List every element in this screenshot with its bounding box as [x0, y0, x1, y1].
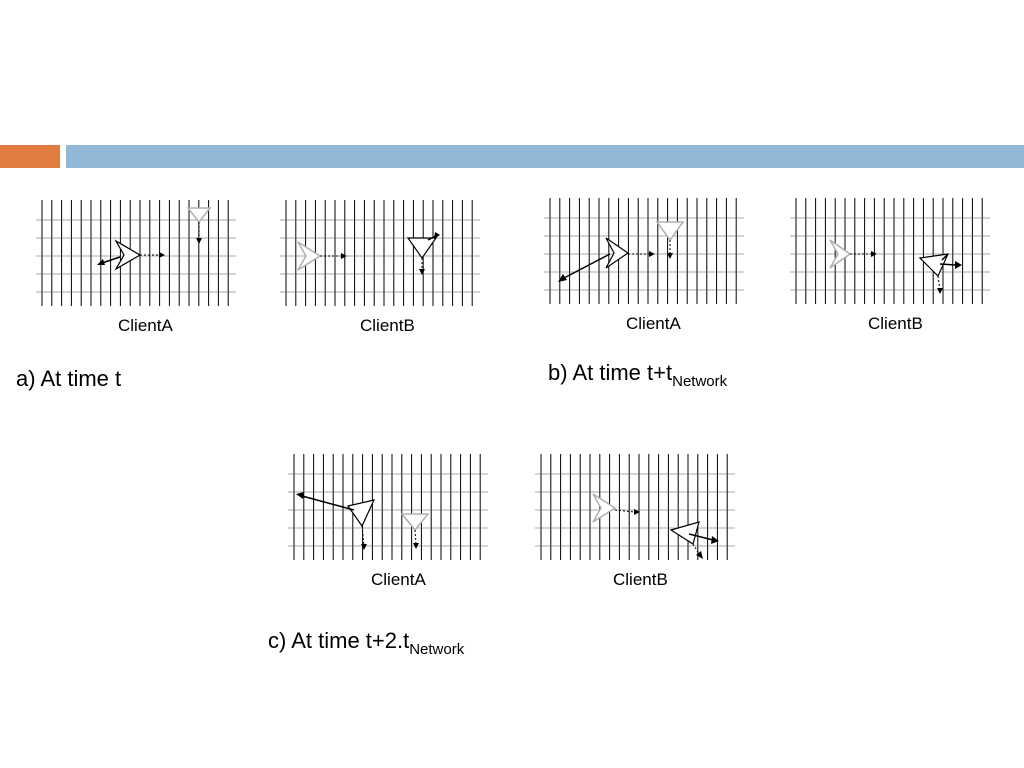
header-accent-bar: [0, 145, 60, 168]
solid-motion-arrow: [688, 533, 714, 541]
plane-local: [605, 237, 630, 269]
arrow-head: [413, 543, 419, 549]
header-bar: [66, 145, 1024, 168]
label-c-text: c) At time t+2.t: [268, 628, 410, 653]
arrow-head: [634, 509, 640, 515]
label-c-subscript: Network: [409, 641, 465, 658]
arrow-head: [196, 238, 202, 244]
plane-local: [669, 521, 700, 545]
plane-remote: [186, 207, 212, 224]
arrow-head: [955, 261, 962, 269]
panel-c-client-b: ClientB: [535, 454, 735, 589]
arrow-head: [711, 536, 719, 544]
plane-remote: [297, 241, 322, 271]
solid-motion-arrow: [563, 253, 611, 279]
plane-remote: [400, 513, 430, 532]
plane-remote: [592, 493, 617, 523]
arrow-head: [649, 251, 655, 257]
arrow-head: [871, 251, 877, 257]
plane-remote: [655, 221, 685, 242]
plane-local: [918, 253, 949, 278]
plane-local: [114, 239, 142, 271]
panel-c-client-a: ClientA: [288, 454, 488, 589]
label-b-text: b) At time t+t: [548, 360, 673, 385]
grid-diagram: [544, 198, 744, 304]
arrow-head: [361, 544, 367, 550]
arrow-head: [296, 492, 304, 499]
plane-local: [346, 499, 376, 528]
panel-a-client-a: ClientA: [36, 200, 236, 335]
dotted-motion-arrow: [614, 509, 636, 513]
grid-diagram: [36, 200, 236, 306]
arrow-head: [341, 253, 347, 259]
label-b: b) At time t+tNetwork: [548, 360, 727, 389]
plane-local: [406, 237, 438, 260]
arrow-head: [419, 269, 425, 275]
grid-diagram: [280, 200, 480, 306]
panel-caption: ClientB: [613, 570, 668, 589]
solid-motion-arrow: [941, 253, 949, 261]
panel-caption: ClientA: [371, 570, 426, 589]
arrow-head: [696, 551, 703, 559]
label-b-subscript: Network: [672, 373, 728, 390]
arrow-head: [937, 288, 943, 294]
arrow-head: [159, 252, 165, 258]
panel-caption: ClientB: [360, 316, 415, 335]
grid-diagram: [535, 454, 735, 560]
arrow-head: [434, 232, 440, 239]
panel-a-client-b: ClientB: [280, 200, 480, 335]
dotted-motion-arrow: [414, 529, 417, 545]
panel-caption: ClientA: [626, 314, 681, 333]
label-a-text: a) At time t: [16, 366, 122, 391]
arrow-head: [97, 259, 105, 265]
solid-motion-arrow: [939, 263, 957, 266]
arrow-head: [667, 253, 673, 259]
dotted-motion-arrow: [361, 525, 365, 547]
dotted-motion-arrow: [937, 275, 941, 291]
label-c: c) At time t+2.tNetwork: [268, 628, 464, 657]
solid-motion-arrow: [101, 256, 121, 264]
panel-b-client-a: ClientA: [544, 198, 744, 333]
dotted-motion-arrow: [692, 543, 700, 555]
plane-remote: [829, 239, 852, 269]
grid-diagram: [790, 198, 990, 304]
label-a: a) At time t: [16, 366, 121, 392]
arrow-head: [558, 274, 567, 282]
solid-motion-arrow: [301, 495, 355, 511]
panel-b-client-b: ClientB: [790, 198, 990, 333]
panel-caption: ClientB: [868, 314, 923, 333]
panel-caption: ClientA: [118, 316, 173, 335]
grid-diagram: [288, 454, 488, 560]
